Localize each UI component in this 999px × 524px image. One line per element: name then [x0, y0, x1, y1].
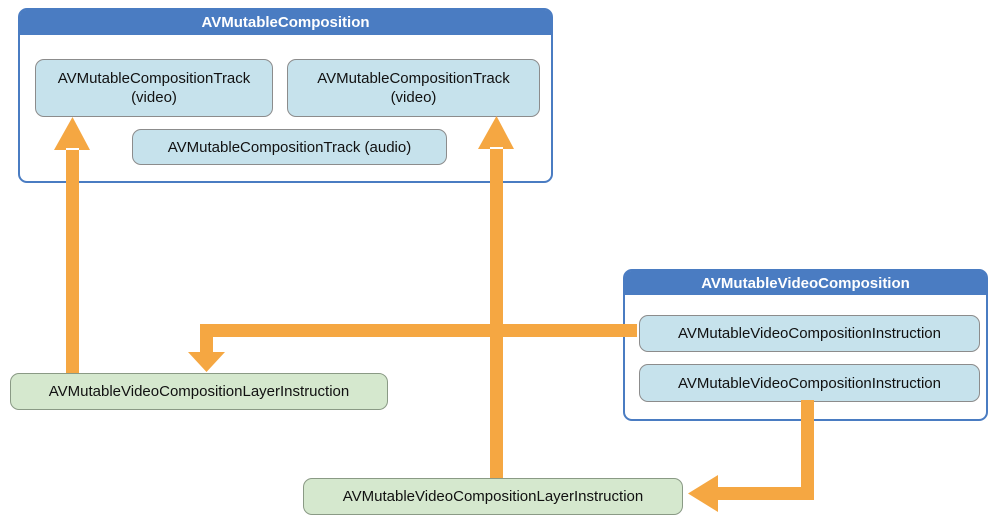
layer-instruction-label: AVMutableVideoCompositionLayerInstructio…	[342, 488, 644, 505]
video-composition-header: AVMutableVideoComposition	[625, 271, 986, 295]
track-label: AVMutableCompositionTrack	[317, 70, 510, 87]
composition-track-video-2: AVMutableCompositionTrack (video)	[287, 59, 540, 117]
track-label: AVMutableCompositionTrack	[57, 70, 251, 87]
layer-instruction-2: AVMutableVideoCompositionLayerInstructio…	[303, 478, 683, 515]
instruction-label: AVMutableVideoCompositionInstruction	[678, 374, 941, 392]
composition-track-audio: AVMutableCompositionTrack (audio)	[132, 129, 447, 165]
composition-container: AVMutableComposition AVMutableCompositio…	[18, 8, 553, 183]
arrow-down-icon-instruction1-to-layer1	[188, 324, 637, 372]
video-composition-instruction-1: AVMutableVideoCompositionInstruction	[639, 315, 980, 352]
layer-instruction-label: AVMutableVideoCompositionLayerInstructio…	[48, 383, 350, 400]
composition-track-video-1: AVMutableCompositionTrack (video)	[35, 59, 273, 117]
track-sublabel: (video)	[390, 89, 437, 106]
video-composition-instruction-2: AVMutableVideoCompositionInstruction	[639, 364, 980, 402]
instruction-label: AVMutableVideoCompositionInstruction	[678, 325, 941, 342]
video-composition-title: AVMutableVideoComposition	[701, 274, 910, 292]
track-sublabel: (video)	[131, 89, 177, 106]
track-label: AVMutableCompositionTrack (audio)	[167, 138, 412, 156]
composition-header: AVMutableComposition	[20, 10, 551, 35]
video-composition-container: AVMutableVideoComposition AVMutableVideo…	[623, 269, 988, 421]
composition-title: AVMutableComposition	[201, 14, 370, 31]
layer-instruction-1: AVMutableVideoCompositionLayerInstructio…	[10, 373, 388, 410]
